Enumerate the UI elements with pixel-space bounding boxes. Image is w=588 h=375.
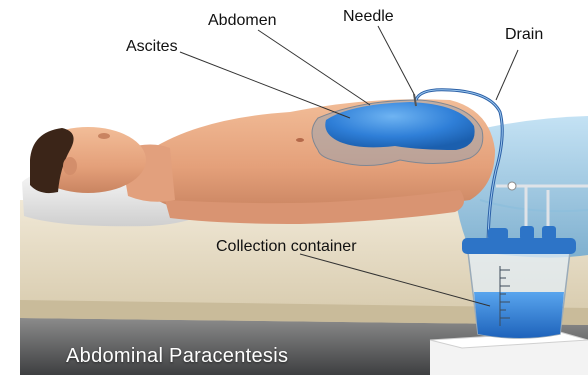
lid-port-2	[520, 226, 534, 240]
lid-port-3	[542, 226, 556, 240]
figure-caption: Abdominal Paracentesis	[66, 345, 288, 368]
nipple	[296, 138, 304, 142]
label-needle: Needle	[343, 8, 394, 26]
label-ascites: Ascites	[126, 38, 178, 56]
nose	[98, 133, 110, 139]
lid-port-1	[488, 228, 508, 240]
ear	[63, 157, 77, 175]
label-abdomen: Abdomen	[208, 12, 277, 30]
stopcock	[508, 182, 516, 190]
jar-lid	[462, 238, 576, 254]
jar-fluid	[474, 292, 564, 338]
label-collection-container: Collection container	[216, 238, 357, 256]
label-drain: Drain	[505, 26, 543, 44]
